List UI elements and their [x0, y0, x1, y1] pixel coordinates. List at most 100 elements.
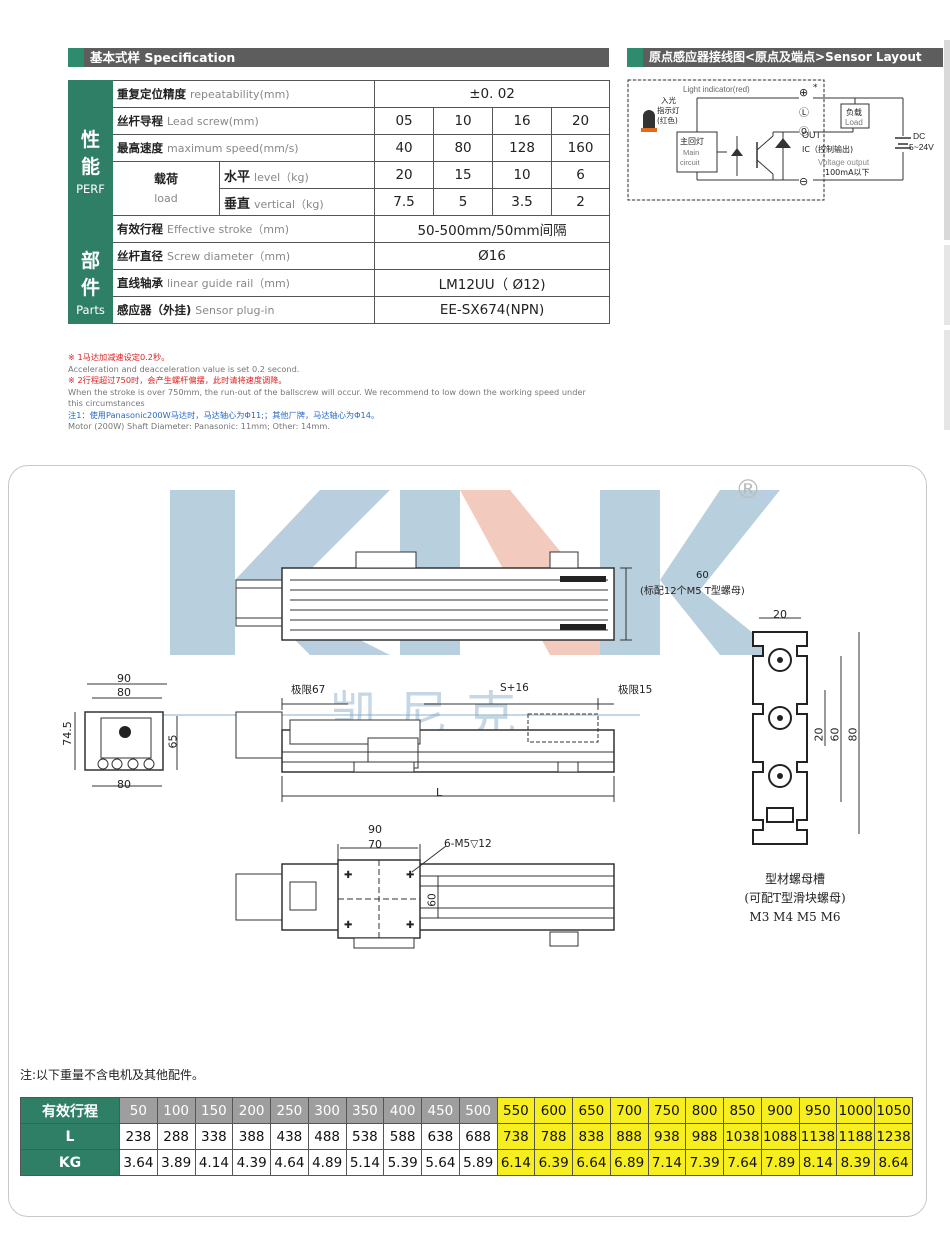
rail-body: [281, 863, 615, 931]
level-value: 20: [374, 161, 435, 189]
vertical-value: 2: [551, 188, 611, 216]
voltage-label: Voltage output: [818, 158, 870, 167]
length-cell: 688: [458, 1123, 498, 1150]
dim-90-plan-label: 90: [368, 823, 382, 836]
kg-cell: 7.64: [723, 1149, 762, 1176]
kg-cell: 8.14: [798, 1149, 838, 1176]
lead-value: 20: [551, 107, 611, 135]
length-cell: 1038: [723, 1123, 762, 1150]
kg-cell: 3.89: [156, 1149, 196, 1176]
stroke-cell: 900: [760, 1097, 800, 1124]
motor-body: [235, 579, 283, 627]
length-cell: 1138: [798, 1123, 838, 1150]
o-terminal: Ⓞ: [799, 126, 809, 138]
note-1-en: Acceleration and deacceleration value is…: [68, 363, 300, 374]
length-cell: 988: [685, 1123, 724, 1150]
vertical-value: 5: [433, 188, 494, 216]
length-cell: 788: [534, 1123, 573, 1150]
length-cell: 438: [270, 1123, 309, 1150]
spec-section-title: 基本式样 Specification: [68, 48, 609, 67]
dim-60-label: 60: [696, 570, 709, 581]
kg-cell: 8.39: [836, 1149, 875, 1176]
motor-body: [235, 711, 283, 759]
led-icon: [643, 110, 655, 128]
stroke-cell: 550: [496, 1097, 536, 1124]
minus-terminal: ⊖: [799, 175, 808, 188]
kg-cell: 6.64: [572, 1149, 611, 1176]
limit-left-label: 极限67: [291, 684, 326, 696]
lead-value: 10: [433, 107, 494, 135]
note-2-en: When the stroke is over 750mm, the run-o…: [68, 386, 586, 409]
row-header: KG: [20, 1149, 120, 1176]
kg-cell: 7.39: [685, 1149, 724, 1176]
guide-rail-value: LM12UU（ Ø12): [374, 269, 611, 297]
actuator-end-view: [74, 683, 178, 787]
note-2-cn: ※ 2行程超过750时，会产生螺杆偏摆，此时请将速度调降。: [68, 375, 287, 385]
red-label: (红色): [657, 115, 678, 125]
length-cell: 888: [609, 1123, 649, 1150]
level-value: 15: [433, 161, 494, 189]
length-cell: 738: [496, 1123, 536, 1150]
svg-text:✚: ✚: [344, 920, 352, 931]
stroke-cell: 600: [534, 1097, 573, 1124]
parts-group-label: 部 件 Parts: [68, 242, 113, 324]
dim-60-plan-label: 60: [426, 893, 439, 907]
repeatability-value: ±0. 02: [374, 80, 611, 108]
profile-dim-80: 80: [846, 727, 860, 742]
stroke-cell: 400: [383, 1097, 422, 1124]
kg-cell: 4.64: [270, 1149, 309, 1176]
load-label: 载荷 load: [112, 161, 220, 216]
svg-text:主回灯: 主回灯: [680, 136, 704, 146]
sensor-label: 感应器（外挂)Sensor plug-in: [111, 296, 376, 324]
dim-80-label: 80: [117, 686, 131, 699]
stroke-cell: 450: [421, 1097, 460, 1124]
stroke-cell: 150: [194, 1097, 234, 1124]
lead-value: 16: [492, 107, 553, 135]
length-cell: 538: [345, 1123, 385, 1150]
row-header: 有效行程: [20, 1097, 120, 1124]
note-3-cn: 注1：使用Panasonic200W马达时，马达轴心为Φ11;；其他厂牌，马达轴…: [68, 409, 380, 420]
dim-90-label: 90: [117, 672, 131, 685]
drawing-frame: [8, 465, 927, 1217]
svg-text:circuit: circuit: [680, 158, 701, 167]
vertical-value: 7.5: [374, 188, 435, 216]
shaft-hole: [119, 726, 131, 738]
dim-70-label: 70: [368, 838, 382, 851]
level-value: 10: [492, 161, 553, 189]
stroke-cell: 250: [270, 1097, 309, 1124]
profile-outline: [752, 631, 808, 845]
svg-text:✚: ✚: [344, 870, 352, 881]
main-circuit-box: [676, 131, 718, 173]
kg-cell: 5.39: [383, 1149, 422, 1176]
sensor-wiring-diagram: Light indicator(red) 入光 指示灯 (红色) 主回灯 Mai…: [627, 79, 934, 201]
ic-label: IC（控制输出): [802, 144, 853, 154]
stroke-cell: 950: [798, 1097, 838, 1124]
kg-cell: 4.14: [194, 1149, 234, 1176]
perf-group-label: 性 能 PERF: [68, 80, 113, 243]
plus-terminal: ⊕: [799, 86, 808, 99]
motor-body: [235, 873, 283, 921]
kg-cell: 3.64: [119, 1149, 158, 1176]
speed-value: 40: [374, 134, 435, 162]
svg-text:负载: 负载: [846, 107, 862, 117]
kg-cell: 7.14: [647, 1149, 687, 1176]
length-cell: 838: [572, 1123, 611, 1150]
sensor-bracket: [549, 551, 579, 569]
load-box: [840, 103, 870, 129]
side-tab-strip: [944, 245, 950, 325]
length-cell: 1238: [874, 1123, 913, 1150]
actuator-top-view: [235, 551, 632, 641]
sensor-housing-outline: [627, 79, 825, 201]
registered-mark: ®: [735, 475, 761, 505]
svg-text:Main: Main: [683, 148, 699, 157]
kg-cell: 6.14: [496, 1149, 536, 1176]
vertical-value: 3.5: [492, 188, 553, 216]
dim-L-label: L: [436, 786, 443, 799]
kg-cell: 5.14: [345, 1149, 385, 1176]
